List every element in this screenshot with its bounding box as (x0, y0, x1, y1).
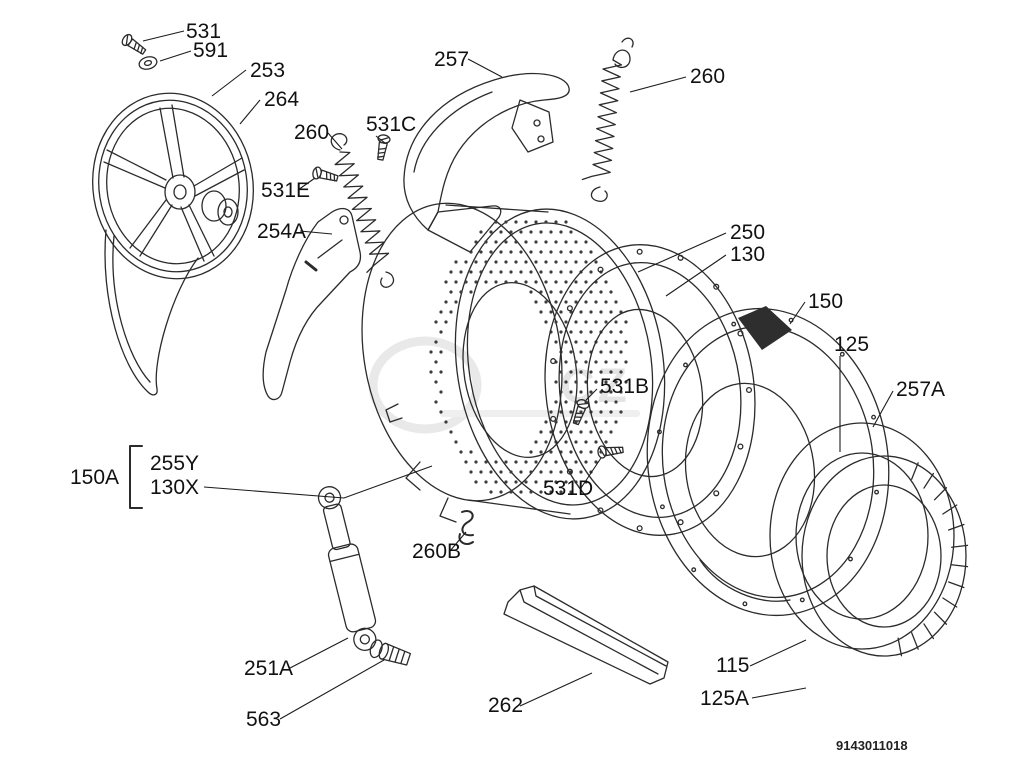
callout-255Y: 255Y (150, 452, 199, 475)
leader-253 (211, 69, 247, 97)
callout-260-left: 260 (294, 121, 329, 144)
tub-rear-half (361, 202, 666, 523)
callout-531: 531 (186, 20, 221, 43)
callout-531C: 531C (366, 113, 416, 136)
leader-254A (299, 230, 333, 235)
washer-591 (138, 56, 158, 70)
callout-labels: 531 591 253 264 260 531C 257 260 531E 25… (70, 20, 945, 731)
suspension-spring-left (330, 133, 395, 288)
callout-251A: 251A (244, 657, 293, 680)
bolt-563 (369, 639, 412, 666)
callout-150A: 150A (70, 466, 119, 489)
callout-591: 591 (193, 39, 228, 62)
callout-531D: 531D (543, 477, 593, 500)
leader-250 (637, 232, 727, 273)
document-number: 9143011018 (836, 738, 908, 753)
front-shell (646, 306, 890, 617)
callout-563: 563 (246, 708, 281, 731)
leader-115 (749, 639, 807, 667)
screw-531E (310, 165, 340, 185)
callout-531E: 531E (261, 179, 310, 202)
callout-257A: 257A (896, 378, 945, 401)
callout-260B: 260B (412, 540, 461, 563)
top-cover (403, 72, 570, 253)
callout-125A: 125A (700, 687, 749, 710)
leader-260B (449, 531, 467, 552)
leader-257 (467, 58, 503, 78)
suspension-spring-right (581, 37, 634, 202)
seal-ribs (897, 462, 969, 657)
callout-257: 257 (434, 48, 469, 71)
callout-254A: 254A (257, 220, 306, 243)
callout-264: 264 (264, 88, 299, 111)
leader-262 (519, 672, 593, 707)
leader-531 (142, 30, 185, 42)
callout-260-right: 260 (690, 65, 725, 88)
counterweight-pocket (738, 306, 792, 350)
leader-591 (159, 50, 192, 62)
leader-531C (375, 135, 386, 144)
leader-130 (665, 254, 727, 297)
ring-bolt-holes (550, 248, 753, 532)
screw-531 (119, 32, 149, 58)
base-rail (503, 585, 669, 685)
drum-front-ring (544, 244, 756, 536)
suspension-bracket (262, 207, 362, 401)
leader-260-left (327, 132, 343, 150)
drive-belt (104, 229, 199, 396)
callout-115: 115 (716, 654, 749, 677)
leader-531D (580, 457, 602, 489)
leader-531B (585, 388, 598, 401)
screw-531C (373, 133, 392, 162)
shell-bolt-holes (656, 317, 880, 607)
leader-264 (239, 99, 261, 125)
leader-lines (142, 30, 894, 720)
callout-250: 250 (730, 221, 765, 244)
callout-130: 130 (730, 243, 765, 266)
watermark-text: CZ (560, 360, 630, 413)
leader-150 (789, 301, 806, 325)
shock-absorber (317, 486, 377, 652)
door-seal (769, 422, 969, 657)
pulley-wheel (92, 92, 254, 280)
callout-150: 150 (808, 290, 843, 313)
leader-260-right (629, 76, 687, 93)
callout-130X: 130X (150, 476, 199, 499)
callout-253: 253 (250, 59, 285, 82)
leader-251A (289, 637, 349, 669)
callout-125: 125 (834, 333, 869, 356)
callout-262: 262 (488, 694, 523, 717)
hub-boss (201, 190, 227, 222)
leader-150A (203, 465, 433, 499)
leader-257A (872, 390, 894, 428)
callout-531B: 531B (600, 375, 649, 398)
leader-125A (751, 687, 807, 699)
retainer-260B (458, 510, 474, 545)
leader-563 (279, 659, 385, 720)
group-bracket (129, 445, 143, 509)
leader-531E (297, 177, 316, 191)
